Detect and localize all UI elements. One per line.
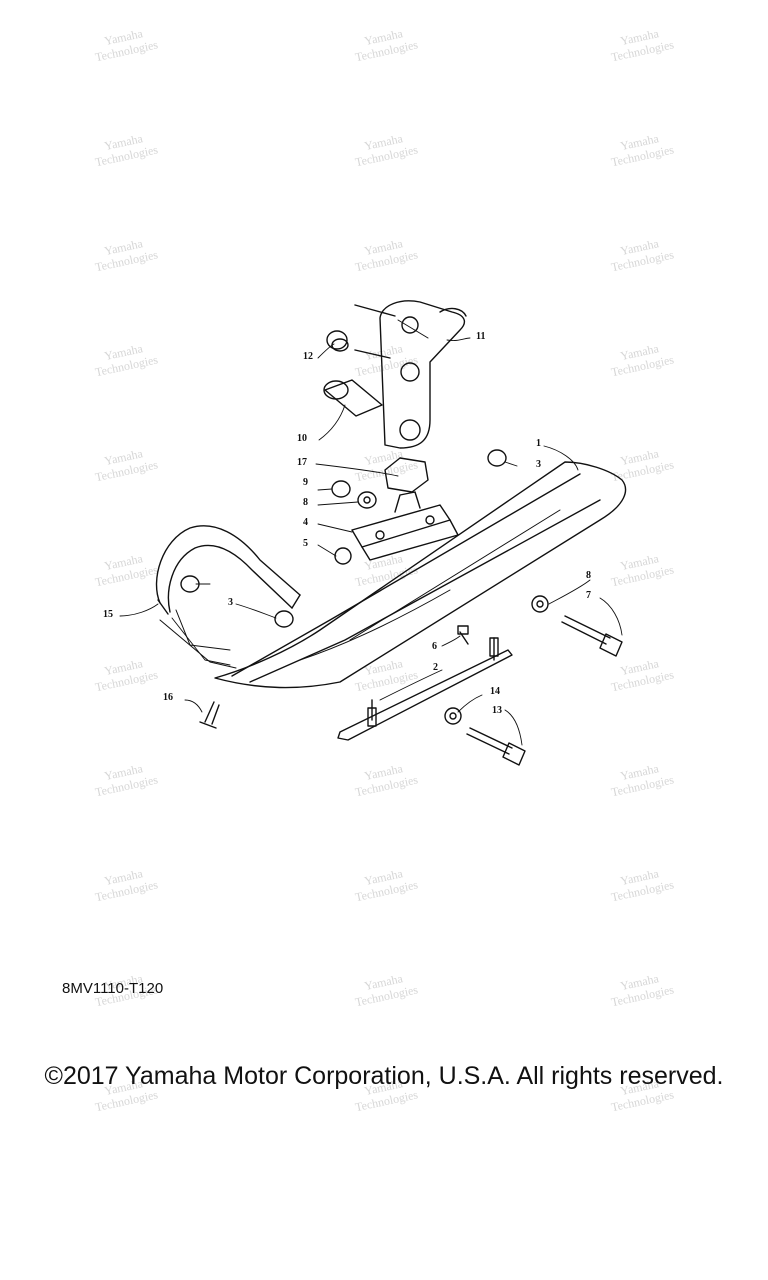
callout-5: 5	[303, 538, 308, 549]
ski-loop-handle	[155, 525, 301, 669]
callout-8-right: 8	[586, 570, 591, 581]
callout-10: 10	[297, 433, 307, 444]
callout-11: 11	[476, 331, 486, 342]
callout-2: 2	[433, 662, 438, 673]
callout-8-left: 8	[303, 497, 308, 508]
bolts	[199, 615, 623, 766]
damper-block	[384, 457, 429, 493]
callout-6: 6	[432, 641, 437, 652]
callout-17: 17	[297, 457, 307, 468]
callout-9: 9	[303, 477, 308, 488]
bushing	[323, 379, 383, 417]
callout-7: 7	[586, 590, 591, 601]
copyright-notice: ©2017 Yamaha Motor Corporation, U.S.A. A…	[44, 1062, 724, 1090]
leader-lines	[119, 337, 623, 746]
callout-12: 12	[303, 351, 313, 362]
cap-nut	[326, 330, 349, 352]
diagram-code: 8MV1110-T120	[62, 980, 164, 997]
callout-13: 13	[492, 705, 502, 716]
hardware-small	[180, 449, 549, 725]
saddle-bracket	[351, 491, 459, 561]
callout-14: 14	[490, 686, 500, 697]
callout-16: 16	[163, 692, 173, 703]
ski-body	[214, 461, 627, 689]
callout-3-lower: 3	[228, 597, 233, 608]
callout-1: 1	[536, 438, 541, 449]
callout-3-upper: 3	[536, 459, 541, 470]
wear-bar	[337, 637, 513, 741]
callout-15: 15	[103, 609, 113, 620]
spindle	[354, 300, 467, 449]
callout-4: 4	[303, 517, 308, 528]
